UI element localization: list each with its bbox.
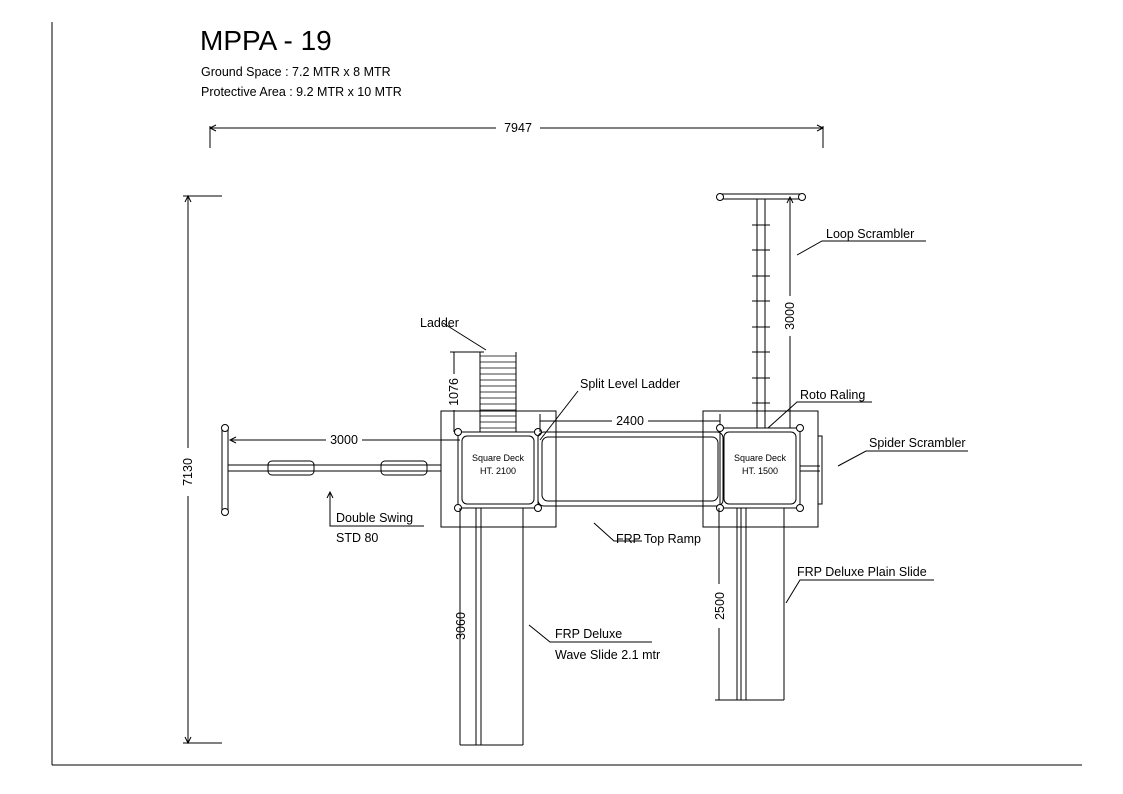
roto-railing-label: Roto Raling [800, 388, 865, 402]
left-deck-height: HT. 2100 [480, 466, 516, 476]
double-swing [221, 424, 441, 516]
overall-width-value: 7947 [504, 121, 532, 135]
spider-scrambler [800, 435, 823, 505]
ladder-label: Ladder [420, 316, 459, 330]
left-deck-name: Square Deck [472, 453, 525, 463]
spider-scrambler-leader-line [837, 450, 968, 467]
ground-space-text: Ground Space : 7.2 MTR x 8 MTR [201, 65, 391, 79]
loop-scrambler-label: Loop Scrambler [826, 227, 914, 241]
overall-width-dimension [208, 124, 825, 148]
scrambler-length-value: 3000 [783, 302, 797, 330]
overall-height-dimension [183, 194, 222, 745]
plain-slide-length-value: 2500 [713, 592, 727, 620]
right-deck [702, 410, 819, 528]
ladder-dimension [450, 351, 484, 432]
ramp-dimension [539, 414, 721, 432]
ramp-leader-line [593, 522, 642, 542]
loop-scrambler [716, 193, 806, 428]
swing-dimension [228, 436, 460, 444]
wave-slide-leader-line [528, 624, 652, 643]
ladder-height-value: 1076 [447, 378, 461, 406]
scrambler-dimension [786, 195, 794, 428]
frp-deluxe-label: FRP Deluxe [555, 627, 622, 641]
double-swing-leader-arrow [326, 490, 334, 499]
wave-slide-label: Wave Slide 2.1 mtr [555, 648, 660, 662]
plain-slide-leader-line [785, 579, 934, 604]
frp-top-ramp [537, 431, 724, 507]
drawing-title: MPPA - 19 [200, 25, 332, 56]
split-ladder-leader-line [539, 390, 579, 441]
right-deck-name: Square Deck [734, 453, 787, 463]
wave-slide-length-value: 3060 [454, 612, 468, 640]
ramp-length-value: 2400 [616, 414, 644, 428]
double-swing-std-label: STD 80 [336, 531, 378, 545]
loop-scrambler-leader-line [796, 240, 926, 256]
plain-slide-label: FRP Deluxe Plain Slide [797, 565, 927, 579]
double-swing-leader-line [329, 492, 424, 527]
split-level-ladder-label: Split Level Ladder [580, 377, 680, 391]
ladder [479, 352, 517, 432]
ladder-leader-line [442, 322, 487, 351]
frp-top-ramp-label: FRP Top Ramp [616, 532, 701, 546]
right-deck-height: HT. 1500 [742, 466, 778, 476]
swing-length-value: 3000 [330, 433, 358, 447]
wave-slide [459, 508, 524, 746]
spider-scrambler-label: Spider Scrambler [869, 436, 966, 450]
roto-railing-leader-line [767, 401, 872, 429]
double-swing-label: Double Swing [336, 511, 413, 525]
overall-height-value: 7130 [181, 458, 195, 486]
plain-slide [736, 508, 785, 701]
plain-slide-dimension [715, 508, 741, 701]
protective-area-text: Protective Area : 9.2 MTR x 10 MTR [201, 85, 402, 99]
